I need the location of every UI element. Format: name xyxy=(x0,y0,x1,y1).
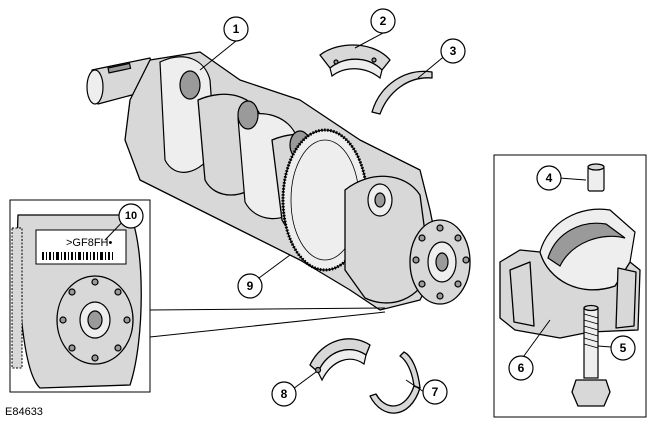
svg-text:3: 3 xyxy=(450,44,457,58)
callout-3: 3 xyxy=(440,38,466,64)
callouts: 1 2 3 4 5 6 7 8 xyxy=(118,8,636,407)
main-bearing-shell-lower xyxy=(309,338,371,382)
svg-text:2: 2 xyxy=(380,14,387,28)
main-bearing-cap-bolt xyxy=(571,304,611,407)
crankshaft xyxy=(86,51,471,311)
callout-5: 5 xyxy=(610,335,636,361)
svg-text:4: 4 xyxy=(546,171,553,185)
dowel-pin xyxy=(587,163,605,192)
callout-2: 2 xyxy=(370,8,396,34)
svg-text:9: 9 xyxy=(247,279,254,293)
svg-text:1: 1 xyxy=(233,22,240,36)
callout-10: 10 xyxy=(118,203,144,229)
svg-text:7: 7 xyxy=(432,385,439,399)
flange-bolt-holes xyxy=(412,224,470,300)
callout-4: 4 xyxy=(536,165,562,191)
svg-text:8: 8 xyxy=(281,387,288,401)
inset-bolt-holes xyxy=(59,278,131,362)
figure-id: E84633 xyxy=(5,406,43,418)
callout-7: 7 xyxy=(422,379,448,405)
callout-9: 9 xyxy=(237,273,263,299)
callout-6: 6 xyxy=(508,355,534,381)
svg-text:10: 10 xyxy=(125,210,137,222)
callout-8: 8 xyxy=(271,381,297,407)
main-bearing-cap xyxy=(499,208,641,339)
callout-1: 1 xyxy=(223,16,249,42)
svg-text:5: 5 xyxy=(620,341,627,355)
detail-inset: >GF8FH• xyxy=(9,199,151,393)
bearing-cap-panel xyxy=(493,154,647,418)
barcode xyxy=(42,252,113,260)
engine-code-label: >GF8FH• xyxy=(66,237,112,249)
svg-text:6: 6 xyxy=(518,361,525,375)
main-bearing-shell-upper xyxy=(319,44,391,80)
thrust-washer-upper xyxy=(371,70,433,115)
thrust-washer-lower xyxy=(369,351,421,414)
